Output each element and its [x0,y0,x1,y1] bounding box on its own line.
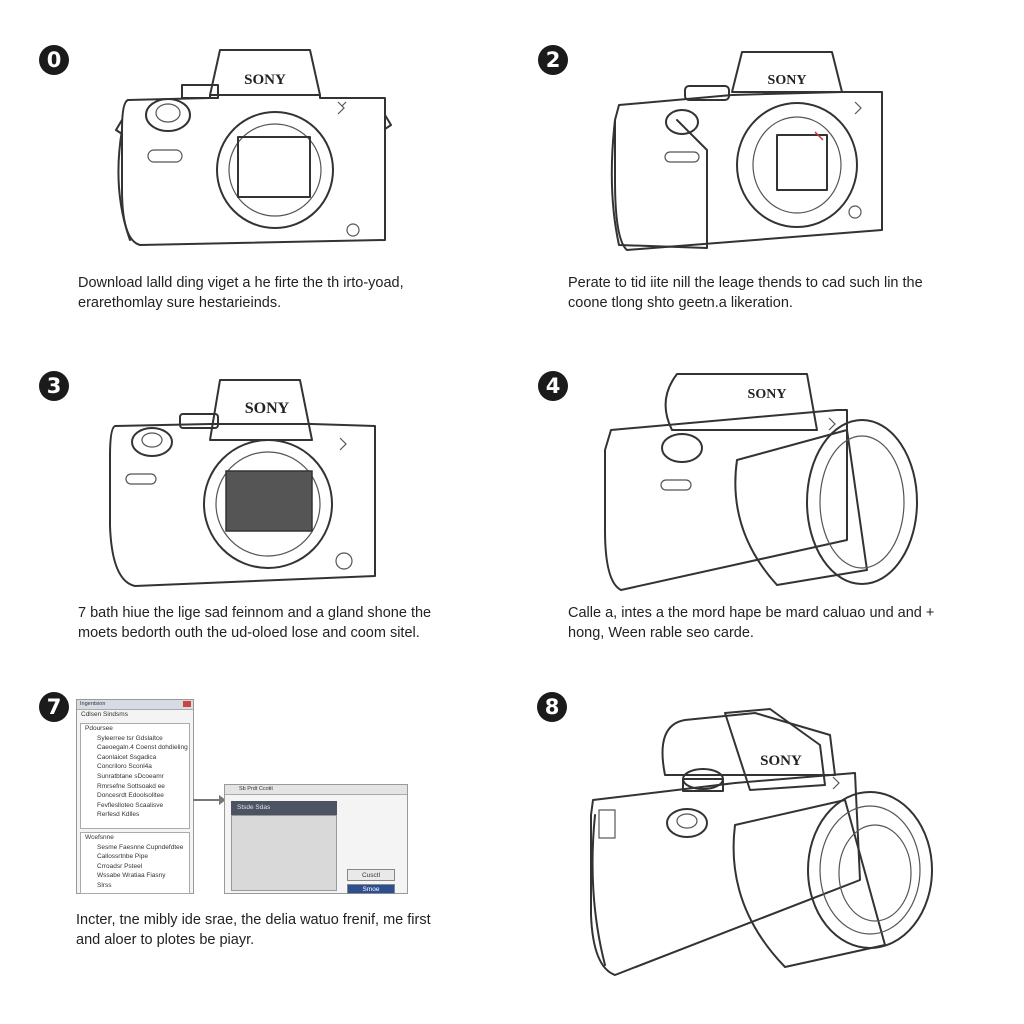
section-header: Cdlsen Sindsms [81,711,128,718]
step-caption: Calle a, intes a the mord hape be mard c… [568,605,935,641]
step-number-badge: 7 [39,692,69,722]
arrow-right-icon [219,795,226,805]
list-item[interactable]: Fevfleslloteo Scaalisve [97,801,164,809]
list-item[interactable]: Doncesrdt Edoolsolltee [97,792,164,800]
step-caption: Perate to tid iite nill the leage thends… [568,275,923,311]
window-title-bar: Ingentsion [77,700,193,710]
output-pane: Wcefsnne Sesme Faesnne Cupndefdtee Callo… [80,832,190,894]
dialog-confirm-button[interactable]: Smoe [347,884,395,894]
step-caption: 7 bath hiue the lige sad feinnom and a g… [78,605,432,641]
dialog-title-bar: Sb Prdt Ccotit [225,785,407,795]
step-number-badge: 4 [538,371,568,401]
step-number-badge: 0 [39,45,69,75]
camera-sensor-illustration: SONY [109,379,376,587]
section-label: Wcefsnne [85,834,114,841]
step-4: 4 SONY Calle a, intes a the mord hape be… [512,340,1024,680]
section-label: Pdoursee [85,725,113,732]
list-item[interactable]: Wssabe Wratiaa Fiasny [97,872,166,880]
brand-logo: SONY [748,387,787,402]
step-1: 0 SONY Download lalld ding viget a he fi… [0,0,512,340]
list-item[interactable]: Slrss [97,881,112,889]
step-caption: Incter, tne mibly ide srae, the delia wa… [76,912,431,948]
step-3: 3 SONY 7 bath hiue the lige sad feinnom … [0,340,512,680]
step-2: 2 SONY Perate to tid iite nill the leage… [512,0,1024,340]
brand-logo: SONY [244,72,286,88]
dialog-list [231,815,337,891]
step-number-badge: 3 [39,371,69,401]
close-button[interactable] [183,701,191,707]
camera-lens-mount-illustration: SONY [610,51,883,251]
list-item[interactable]: Caonlaicet Ssgadica [97,753,157,761]
list-item[interactable]: Sesme Faesnne Cupndefdtee [97,843,184,851]
step-number-badge: 8 [537,692,567,722]
list-item[interactable]: Rmrsefne Sottsoakd ee [97,782,165,790]
list-item[interactable]: Concriloro Sconl4a [97,763,152,771]
software-dialog: Sb Prdt Ccotit Stsde Sdas Cusctl Smoe [224,784,408,894]
options-pane: Pdoursee Syleerree tsr Gdslaltce Caeoega… [80,723,190,829]
step-number-badge: 2 [538,45,568,75]
camera-with-lens-illustration: SONY [604,373,918,591]
list-item[interactable]: Caeoegaln.4 Coenst dohdieling [97,744,188,752]
brand-logo: SONY [760,753,802,769]
dialog-button[interactable]: Cusctl [347,869,395,881]
list-item[interactable]: Rerfesd Kdlles [97,811,140,819]
arrow-connector [193,799,223,801]
brand-logo: SONY [245,400,290,417]
step-caption: Download lalld ding viget a he firte the… [78,275,404,311]
list-item[interactable]: Crroadsr Psteel [97,862,143,870]
assembled-camera-illustration: SONY [590,708,933,976]
software-window: Ingentsion Cdlsen Sindsms Pdoursee Sylee… [76,699,194,894]
list-item[interactable]: Callossrtnbe Pipe [97,853,148,861]
selected-list-item[interactable]: Stsde Sdas [231,801,337,815]
list-item[interactable]: Syleerree tsr Gdslaltce [97,734,163,742]
camera-body-illustration: SONY [115,49,392,246]
list-item[interactable]: Sunratbtane sDcoeamr [97,772,164,780]
brand-logo: SONY [768,73,807,88]
